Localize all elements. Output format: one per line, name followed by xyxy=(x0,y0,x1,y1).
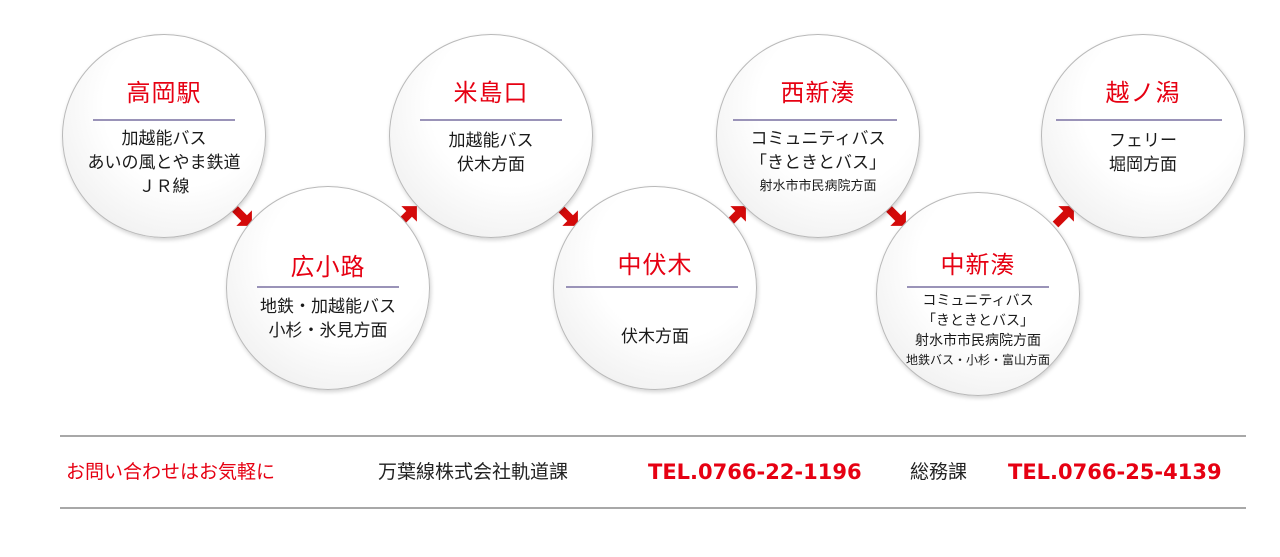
station-name: 米島口 xyxy=(453,79,529,107)
divider xyxy=(1056,119,1222,121)
station-routes: 加越能バス 伏木方面 xyxy=(390,129,592,177)
station-name: 中新湊 xyxy=(940,251,1016,279)
station-name: 西新湊 xyxy=(780,79,856,107)
divider xyxy=(420,119,562,121)
arrow-down-right-icon xyxy=(230,204,252,226)
contact-bottom-rule xyxy=(60,507,1246,509)
contact-company: 万葉線株式会社軌道課 xyxy=(378,461,569,483)
route-line: 地鉄バス・小杉・富山方面 xyxy=(905,353,1050,367)
contact-bar: お問い合わせはお気軽に 万葉線株式会社軌道課 TEL.0766-22-1196 … xyxy=(66,456,1256,488)
divider xyxy=(733,119,897,121)
route-line: 「きときとバス」 xyxy=(750,153,886,173)
station-routes: 地鉄・加越能バス 小杉・氷見方面 xyxy=(227,295,429,343)
divider xyxy=(93,119,235,121)
route-line: 加越能バス xyxy=(448,131,534,151)
station-nakashinminato: 中新湊 コミュニティバス 「きときとバス」 射水市市民病院方面 地鉄バス・小杉・… xyxy=(876,192,1080,396)
route-line: フェリー xyxy=(1109,131,1177,151)
route-line: 堀岡方面 xyxy=(1109,155,1177,175)
station-hirokoji: 広小路 地鉄・加越能バス 小杉・氷見方面 xyxy=(226,186,430,390)
contact-tel-general[interactable]: TEL.0766-25-4139 xyxy=(1008,460,1222,484)
station-koshinokata: 越ノ潟 フェリー 堀岡方面 xyxy=(1041,34,1245,238)
divider xyxy=(257,286,399,288)
arrow-down-right-icon xyxy=(884,204,906,226)
route-line: 射水市市民病院方面 xyxy=(759,179,877,194)
route-line: 地鉄・加越能バス xyxy=(260,297,396,317)
arrow-down-right-icon xyxy=(556,204,578,226)
contact-top-rule xyxy=(60,435,1246,437)
station-routes: コミュニティバス 「きときとバス」 射水市市民病院方面 地鉄バス・小杉・富山方面 xyxy=(877,291,1079,369)
arrow-up-right-icon xyxy=(1052,206,1074,228)
station-name: 中伏木 xyxy=(617,251,693,279)
route-line: 「きときとバス」 xyxy=(922,313,1034,329)
station-routes: 加越能バス あいの風とやま鉄道 ＪＲ線 xyxy=(63,127,265,199)
station-takaoka: 高岡駅 加越能バス あいの風とやま鉄道 ＪＲ線 xyxy=(62,34,266,238)
contact-tel-track[interactable]: TEL.0766-22-1196 xyxy=(648,460,862,484)
station-nishishinminato: 西新湊 コミュニティバス 「きときとバス」 射水市市民病院方面 xyxy=(716,34,920,238)
route-line: 伏木方面 xyxy=(457,155,525,175)
route-line: コミュニティバス xyxy=(750,129,886,149)
route-line: コミュニティバス xyxy=(922,293,1034,309)
station-routes: フェリー 堀岡方面 xyxy=(1042,129,1244,177)
route-line: 射水市市民病院方面 xyxy=(915,333,1041,349)
route-line: 加越能バス xyxy=(121,129,207,149)
station-routes: 伏木方面 xyxy=(554,325,756,349)
station-nakafushiki: 中伏木 伏木方面 xyxy=(553,186,757,390)
station-name: 高岡駅 xyxy=(126,79,202,107)
route-line: 小杉・氷見方面 xyxy=(268,321,388,341)
station-routes: コミュニティバス 「きときとバス」 射水市市民病院方面 xyxy=(717,127,919,199)
route-line: ＪＲ線 xyxy=(138,177,190,197)
route-line: 伏木方面 xyxy=(621,327,689,347)
station-yonejimaguchi: 米島口 加越能バス 伏木方面 xyxy=(389,34,593,238)
station-name: 広小路 xyxy=(290,253,366,281)
station-name: 越ノ潟 xyxy=(1105,79,1181,107)
route-line: あいの風とやま鉄道 xyxy=(87,153,241,173)
contact-dept: 総務課 xyxy=(910,461,968,483)
divider xyxy=(907,286,1049,288)
contact-lead: お問い合わせはお気軽に xyxy=(66,461,276,483)
divider xyxy=(566,286,738,288)
